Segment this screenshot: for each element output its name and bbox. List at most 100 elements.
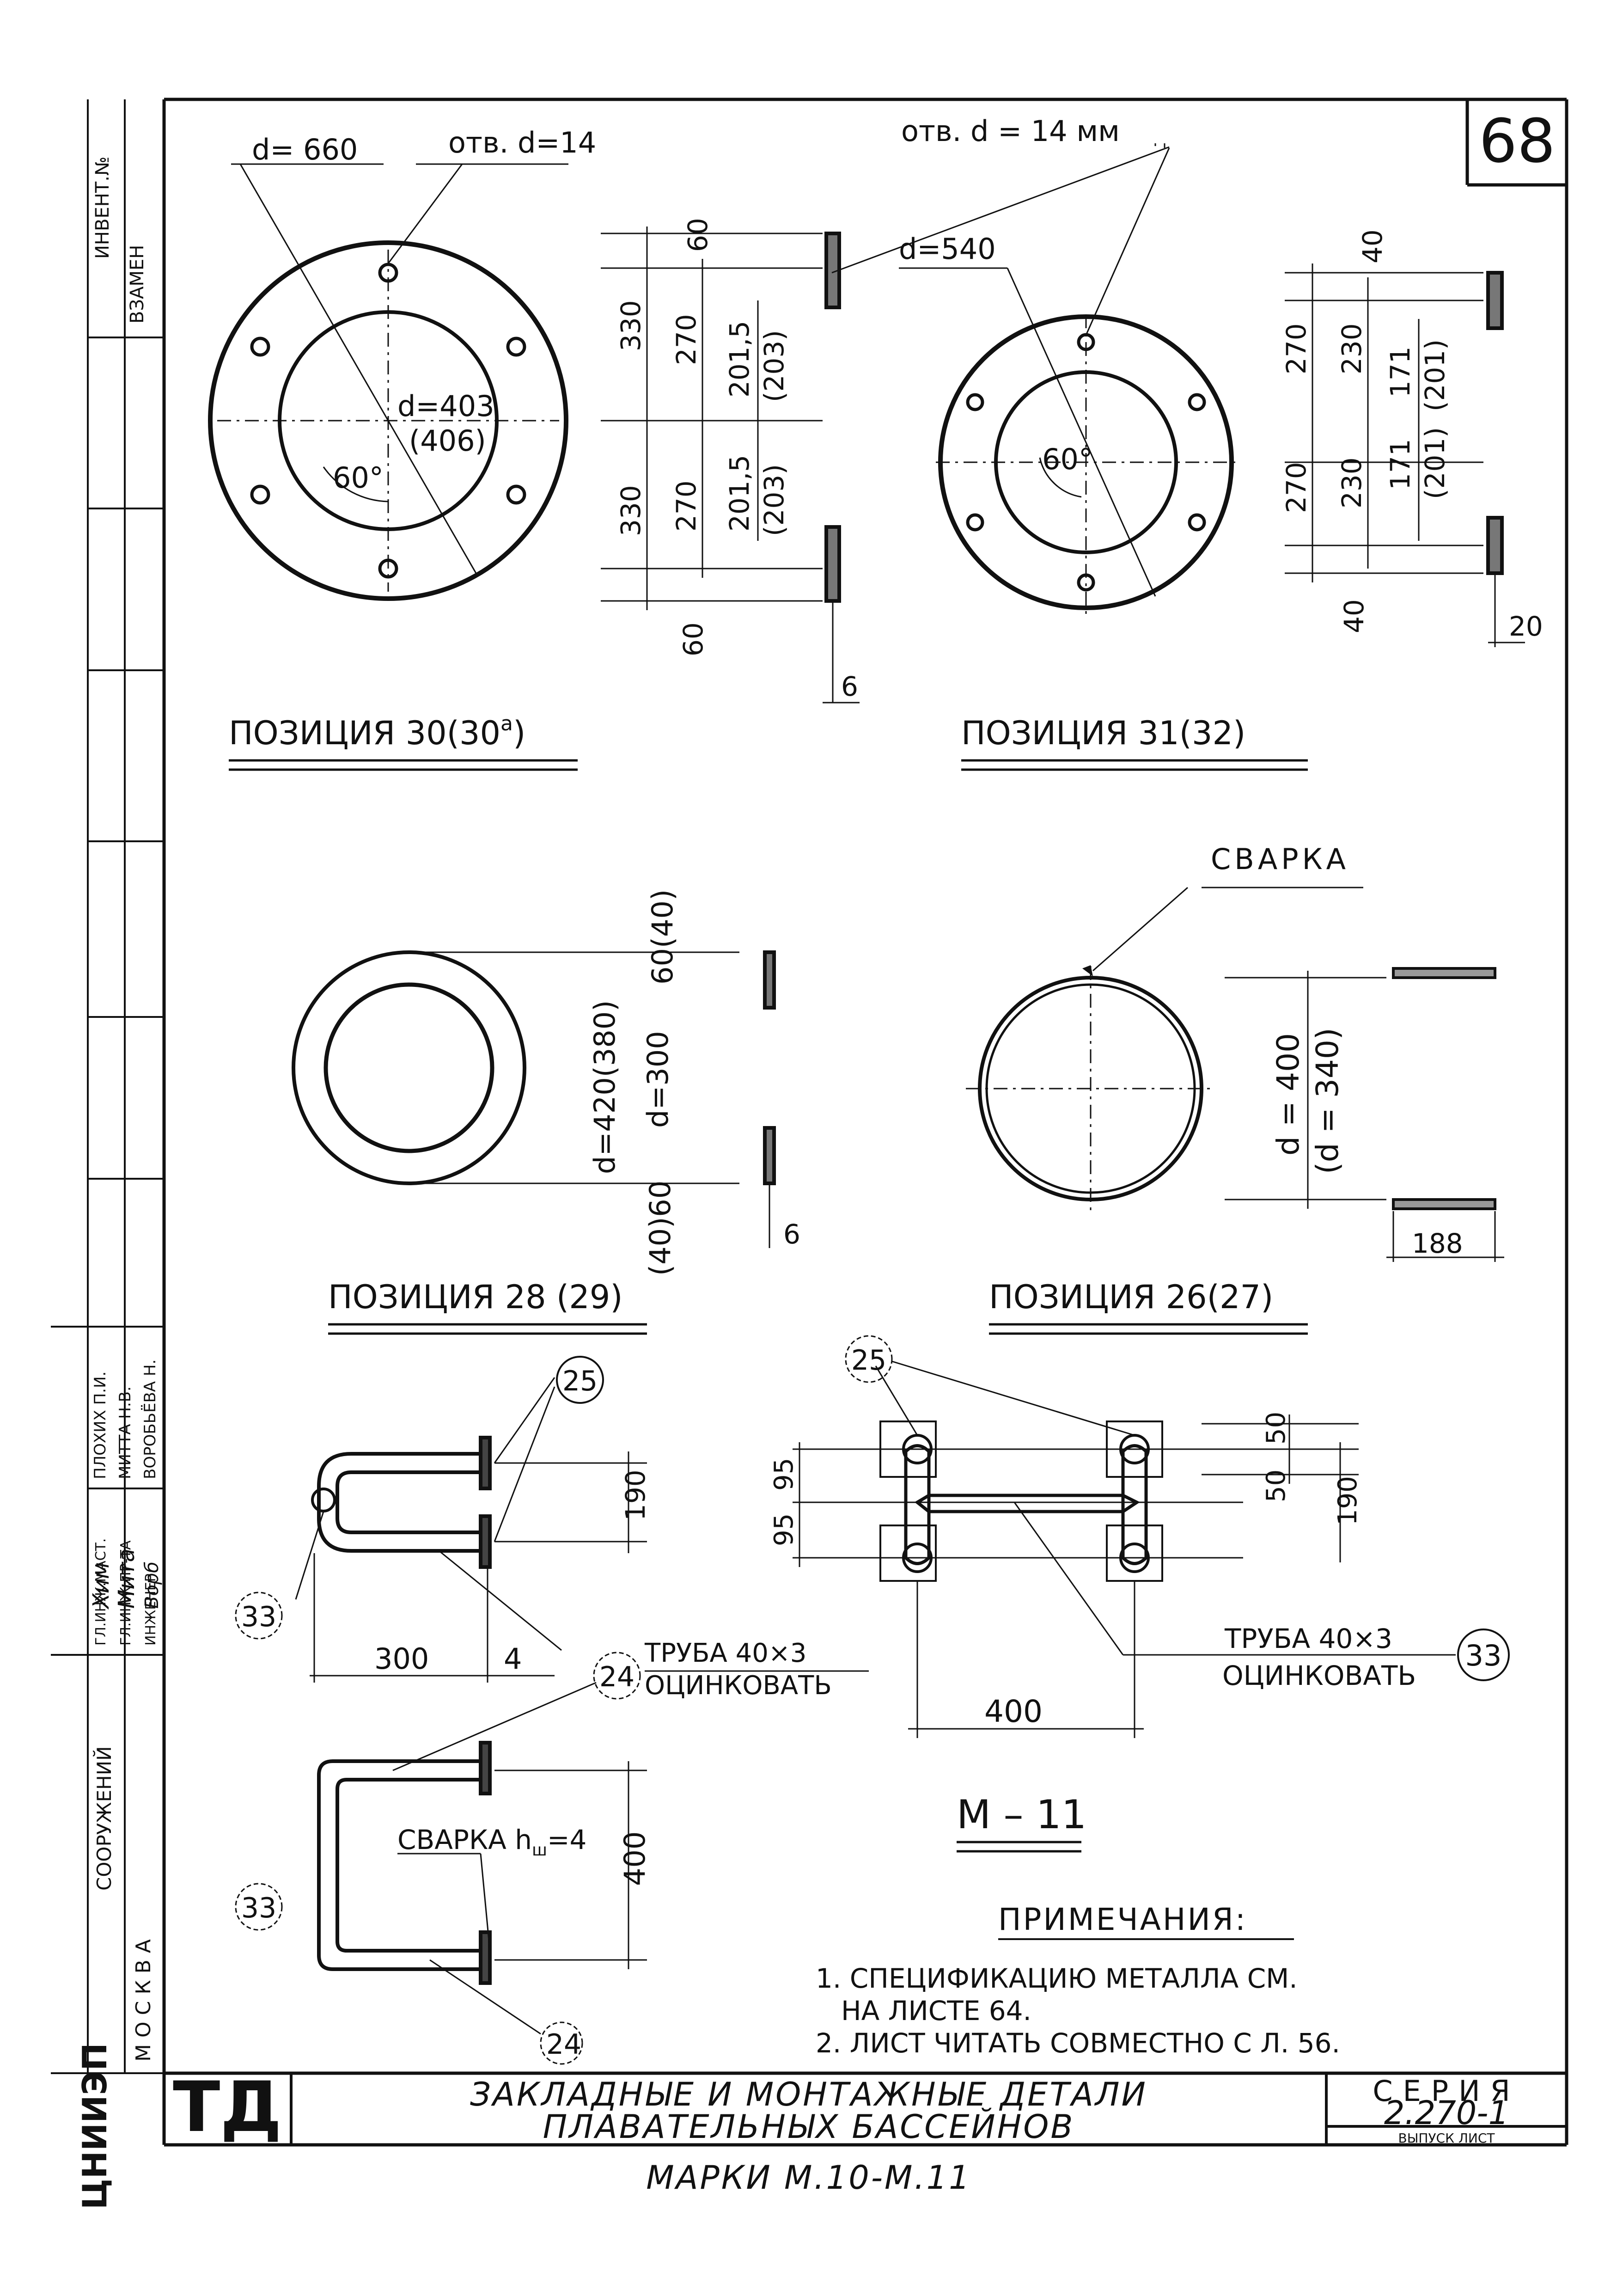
pos30-dim-203-top: (203) bbox=[758, 330, 790, 402]
pos31-dim-171-top: 171 bbox=[1385, 346, 1416, 398]
m11-zinc-left: ОЦИНКОВАТЬ bbox=[645, 1671, 832, 1701]
sig-name-3: ВОРОБЬЁВА Н. bbox=[141, 1359, 159, 1479]
m11-weld: СВАРКА hш=4 bbox=[397, 1824, 586, 1860]
pos26-weld: СВАРКА bbox=[1211, 842, 1349, 876]
pos30-dim-330-bottom: 330 bbox=[615, 485, 647, 536]
sig-signature-1: Хим bbox=[88, 1562, 114, 1610]
pos31-d-outer: d=540 bbox=[899, 232, 996, 266]
callout-25-left-label: 25 bbox=[562, 1365, 598, 1397]
pos31-dim-270-bottom: 270 bbox=[1281, 462, 1312, 513]
note-1-cont: НА ЛИСТЕ 64. bbox=[841, 1995, 1031, 2027]
pos31-hole: отв. d = 14 мм bbox=[901, 114, 1120, 148]
m11-dim-400-side: 400 bbox=[618, 1831, 652, 1886]
title-line-2: ПЛАВАТЕЛЬНЫХ БАССЕЙНОВ bbox=[543, 2108, 1075, 2146]
pos28-dim-inner: d=300 bbox=[641, 1031, 675, 1128]
callout-24-lower-label: 24 bbox=[546, 2028, 581, 2061]
pos31-dim-201-bottom: (201) bbox=[1419, 427, 1451, 499]
title-logo: ТД bbox=[173, 2067, 282, 2148]
callout-33-lower bbox=[235, 1883, 283, 1931]
stamp-invent-no: ИНВЕНТ.№ bbox=[92, 156, 113, 259]
m11-plan-95a: 95 bbox=[769, 1458, 799, 1491]
pos30-dim-60-top: 60 bbox=[682, 218, 714, 252]
pos31-dim-171-bottom: 171 bbox=[1385, 439, 1416, 490]
pos28-dim-bottom: (40)60 bbox=[643, 1181, 677, 1276]
pos30-d-inner: d=403 bbox=[397, 389, 494, 423]
callout-33-plan-label: 33 bbox=[1465, 1639, 1502, 1672]
title-block bbox=[290, 2073, 1567, 2145]
pos30-angle: 60° bbox=[333, 461, 384, 495]
m11-side-view: 25 33 190 300 4 bbox=[235, 1356, 651, 1683]
sig-signature-3: Ворб bbox=[141, 1561, 163, 1609]
pos28-thickness: 6 bbox=[783, 1218, 800, 1250]
pos30-dim-201-bottom: 201,5 bbox=[724, 455, 755, 532]
series-label: СЕРИЯ bbox=[1373, 2074, 1520, 2108]
pos31-thickness: 20 bbox=[1509, 611, 1543, 642]
m11-zinc-right: ОЦИНКОВАТЬ bbox=[1222, 1660, 1416, 1691]
callout-25-left bbox=[556, 1356, 604, 1404]
pos30-hole: отв. d=14 bbox=[448, 126, 596, 159]
title-line-3: МАРКИ М.10-М.11 bbox=[646, 2159, 971, 2197]
pos31-caption: ПОЗИЦИЯ 31(32) bbox=[961, 714, 1245, 752]
pos28-caption: ПОЗИЦИЯ 28 (29) bbox=[328, 1278, 623, 1316]
notes: ПРИМЕЧАНИЯ: 1. СПЕЦИФИКАЦИЮ МЕТАЛЛА СМ. … bbox=[816, 1902, 1340, 2059]
pos30-outer-ring bbox=[208, 240, 568, 601]
sig-signature-2: Мита bbox=[114, 1549, 140, 1609]
title-line-1: ЗАКЛАДНЫЕ И МОНТАЖНЫЕ ДЕТАЛИ bbox=[470, 2076, 1147, 2113]
pos31-dim-40-bottom: 40 bbox=[1338, 599, 1370, 633]
left-stamp bbox=[51, 99, 164, 2074]
pos31-angle: 60° bbox=[1042, 442, 1093, 476]
m11-dim-300: 300 bbox=[374, 1642, 429, 1676]
callout-24-lower bbox=[540, 2021, 583, 2065]
pos26-width: 188 bbox=[1412, 1228, 1463, 1259]
pos26-drawing: СВАРКА d = 400 (d = 340) 188 ПОЗИЦИЯ 26(… bbox=[966, 842, 1504, 1335]
pos31-drawing: отв. d = 14 мм d=540 60° 40 270 270 40 2… bbox=[831, 114, 1543, 771]
pos30-d-inner-alt: (406) bbox=[409, 424, 486, 458]
sig-role-1: ГЛ.ИНЖ.МАСТ. bbox=[93, 1538, 109, 1646]
m11-mark: М – 11 bbox=[957, 1792, 1086, 1838]
series-value: 2.270-1 bbox=[1384, 2094, 1509, 2132]
callout-25-plan-label: 25 bbox=[851, 1344, 886, 1377]
stamp-org: ЦНИИЭП bbox=[75, 2043, 114, 2210]
m11-dim-4: 4 bbox=[504, 1642, 522, 1676]
pos31-dim-230-top: 230 bbox=[1336, 323, 1367, 374]
m11-plan-50b: 50 bbox=[1261, 1469, 1291, 1502]
callout-24-upper bbox=[593, 1652, 641, 1700]
pos26-dim-d-alt: (d = 340) bbox=[1310, 1028, 1345, 1174]
sheet-number: 68 bbox=[1479, 106, 1555, 176]
stamp-vzamen: ВЗАМЕН bbox=[127, 245, 148, 324]
m11-plan-400: 400 bbox=[984, 1694, 1043, 1729]
pos28-drawing: d=420(380) d=300 60(40) (40)60 6 ПОЗИЦИЯ… bbox=[292, 889, 800, 1335]
signature-block: ГЛ.ИНЖ.МАСТ. ГЛ.ИНЖ.ПР-ТА ИНЖЕНЕР Хим Ми… bbox=[88, 1359, 164, 1656]
pos30-dim-203-bottom: (203) bbox=[758, 464, 790, 536]
m11-plan-view: 25 33 95 95 50 50 190 400 ТРУБА 40×3 ОЦИ… bbox=[769, 1335, 1510, 1738]
note-2: 2. ЛИСТ ЧИТАТЬ СОВМЕСТНО С Л. 56. bbox=[816, 2027, 1340, 2059]
stamp-city: МОСКВА bbox=[132, 1933, 155, 2062]
m11-dim-190: 190 bbox=[620, 1469, 651, 1521]
m11-plan-95b: 95 bbox=[769, 1513, 799, 1546]
callout-24-upper-label: 24 bbox=[599, 1661, 635, 1693]
m11-plan-50a: 50 bbox=[1261, 1412, 1291, 1445]
pos30-dim-270-bottom: 270 bbox=[671, 480, 702, 532]
pos30-thickness: 6 bbox=[841, 671, 858, 702]
pos30-dim-270-top: 270 bbox=[671, 314, 702, 365]
pos30-dim-201-top: 201,5 bbox=[724, 321, 755, 398]
sig-role-3: ИНЖЕНЕР bbox=[143, 1574, 159, 1646]
pos30-drawing: d= 660 отв. d=14 d=403 (406) 60° 60 330 … bbox=[208, 126, 860, 771]
sig-name-2: МИТТА Н.В. bbox=[116, 1386, 134, 1479]
m11-lower-view: 24 33 24 СВАРКА hш=4 400 ТРУБА 40×3 ОЦИН… bbox=[235, 1638, 869, 2065]
sig-role-2: ГЛ.ИНЖ.ПР-ТА bbox=[118, 1540, 134, 1646]
sheet-label: ВЫПУСК ЛИСТ bbox=[1398, 2131, 1495, 2146]
pos28-dim-outer: d=420(380) bbox=[588, 1000, 622, 1174]
notes-heading: ПРИМЕЧАНИЯ: bbox=[998, 1902, 1247, 1937]
m11-pipe-left: ТРУБА 40×3 bbox=[644, 1638, 806, 1668]
pos31-dim-230-bottom: 230 bbox=[1336, 457, 1367, 508]
m11-pipe-right: ТРУБА 40×3 bbox=[1224, 1623, 1392, 1654]
pos28-outer-ring bbox=[292, 950, 526, 1185]
pos28-inner-ring bbox=[323, 982, 494, 1153]
callout-33-plan bbox=[1457, 1629, 1510, 1681]
pos30-dim-330-top: 330 bbox=[615, 300, 647, 351]
callout-33-side-label: 33 bbox=[241, 1601, 276, 1633]
note-1: 1. СПЕЦИФИКАЦИЮ МЕТАЛЛА СМ. bbox=[816, 1963, 1298, 1994]
